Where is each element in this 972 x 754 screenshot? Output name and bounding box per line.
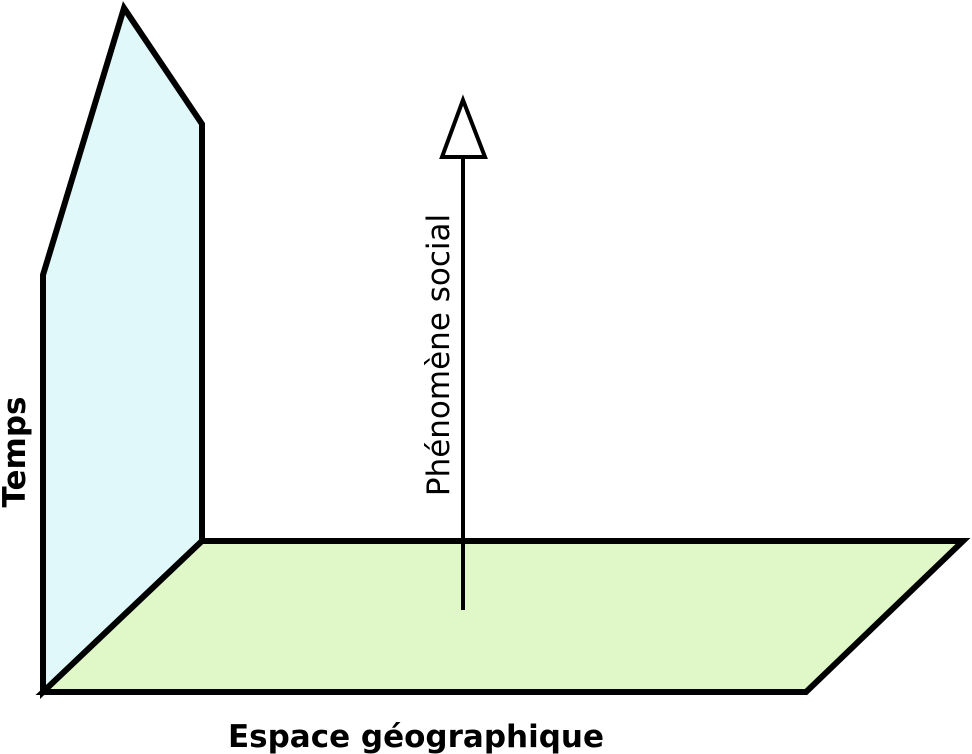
phenomenon-arrow-icon: [439, 94, 488, 159]
space-axis-label: Espace géographique: [228, 719, 604, 754]
time-axis-label: Temps: [0, 397, 33, 508]
phenomenon-axis-label: Phénomène social: [421, 214, 457, 496]
space-plane: [35, 538, 971, 695]
